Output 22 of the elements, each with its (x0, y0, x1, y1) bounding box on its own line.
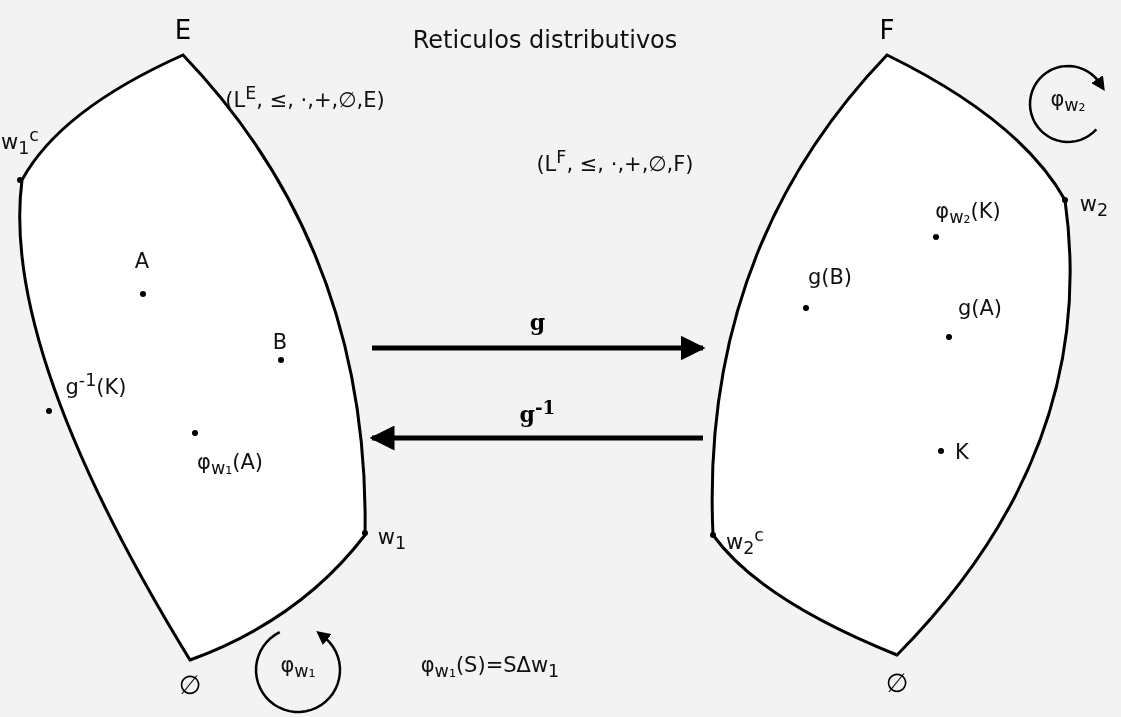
arrow (369, 425, 703, 451)
point-label: K (955, 441, 969, 465)
point-label: B (272, 331, 288, 355)
bottom-vertex-label: ∅ (178, 670, 202, 700)
point-label: w$_{2}$ (1079, 193, 1109, 221)
region-label: E (174, 15, 192, 45)
formula: φ$_{w₁}$(S)=SΔw$_{1}$ (420, 654, 560, 682)
point-label: g(B) (807, 266, 853, 290)
point-label: w$_{1}$ (377, 526, 407, 554)
map-label: φ$_{w₂}$ (1050, 88, 1086, 116)
structure-label: (L$^{E}$, ≤, ·,+,∅,E) (225, 83, 385, 113)
map-label: φ$_{w₁}$ (280, 654, 316, 682)
title: Reticulos distributivos (412, 26, 678, 54)
point-label: A (134, 250, 150, 274)
point-label: φ$_{w₂}$(K) (935, 200, 1001, 228)
point-label: g$^{-1}$(K) (65, 370, 127, 400)
structure-label: (L$^{F}$, ≤, ·,+,∅,F) (536, 147, 694, 177)
point-label: g(A) (957, 297, 1003, 321)
arrow (372, 335, 706, 361)
bottom-vertex-label: ∅ (885, 668, 909, 698)
region-label: F (879, 15, 895, 45)
point-label: φ$_{w₁}$(A) (197, 451, 263, 479)
